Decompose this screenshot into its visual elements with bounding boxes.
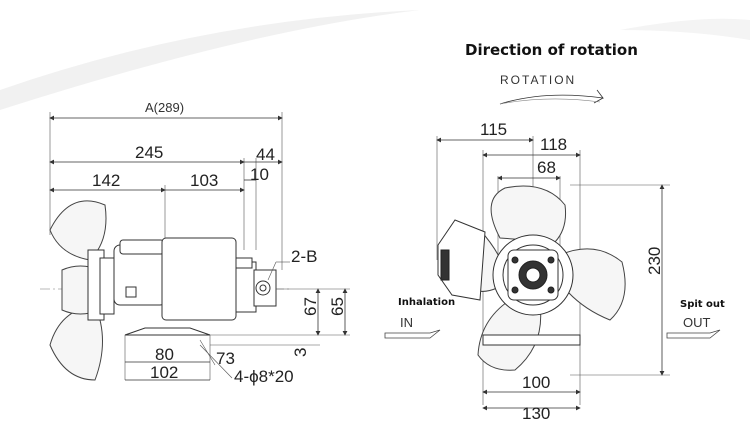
dim-10: 10: [250, 165, 269, 184]
rotation-title: Direction of rotation: [465, 41, 638, 59]
dim-44: 44: [256, 145, 275, 164]
dim-holes: 4-ϕ8*20: [234, 367, 294, 386]
dim-73: 73: [216, 349, 235, 368]
out-label: OUT: [683, 315, 711, 330]
dim-3: 3: [291, 348, 310, 357]
dim-115: 115: [480, 120, 507, 139]
dim-245: 245: [135, 143, 163, 162]
dim-80: 80: [155, 345, 174, 364]
dim-65: 65: [328, 297, 347, 316]
front-base: [482, 334, 581, 346]
dim-142: 142: [92, 171, 120, 190]
out-arrow-icon: [666, 329, 721, 339]
in-label: IN: [400, 315, 413, 330]
blade-lower: [49, 304, 103, 381]
rotation-arrow-icon: [499, 89, 604, 105]
front-blade-top: [490, 185, 566, 243]
dim-130: 130: [522, 404, 550, 423]
dim-103: 103: [190, 171, 218, 190]
inhalation-label: Inhalation: [398, 297, 455, 308]
motor-body: [161, 237, 237, 321]
dim-100: 100: [522, 373, 550, 392]
dim-118: 118: [540, 135, 567, 154]
front-blade-right: [559, 248, 626, 321]
dim-67: 67: [301, 297, 320, 316]
background-swoosh: [0, 10, 420, 110]
dim-102: 102: [150, 363, 178, 382]
dim-230: 230: [645, 247, 664, 275]
dim-a: A(289): [145, 100, 184, 115]
rotation-label: ROTATION: [500, 73, 576, 87]
junction-box: [437, 219, 486, 301]
blade-upper: [49, 200, 107, 261]
dim-2b: 2-B: [291, 247, 317, 266]
motor-base: [124, 327, 211, 336]
side-view: A(289) 245 44 10 142 103: [40, 100, 350, 386]
in-arrow-icon: [384, 329, 441, 339]
front-view: 115 118 68 230 100: [384, 120, 725, 423]
dim-68: 68: [537, 158, 556, 177]
spit-out-label: Spit out: [680, 299, 725, 310]
